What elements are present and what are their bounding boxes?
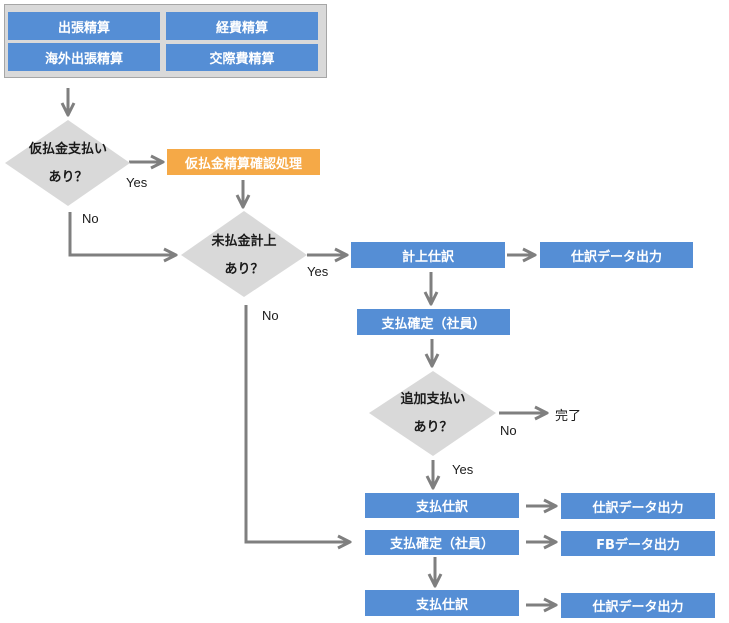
- source-travel-expense[interactable]: 出張精算: [8, 12, 160, 40]
- decision-line1: 追加支払い: [400, 392, 466, 407]
- no-label: No: [82, 211, 99, 226]
- process-payment-confirmation[interactable]: 支払確定（社員）: [365, 530, 519, 555]
- decision-advance-payment-text: 仮払金支払い あり？: [18, 136, 118, 192]
- process-journal-data-output[interactable]: 仕訳データ出力: [561, 493, 715, 519]
- decision-diamond-unpaid-booking: [181, 211, 307, 297]
- decision-unpaid-booking-text: 未払金計上 あり？: [194, 228, 294, 284]
- decision-diamond-advance-payment: [5, 120, 130, 206]
- arrow-decision2-no: [244, 305, 350, 542]
- decision-additional-payment-text: 追加支払い あり？: [383, 386, 483, 442]
- process-fb-data-output[interactable]: FBデータ出力: [561, 531, 715, 556]
- decision-diamond-additional-payment: [369, 371, 496, 456]
- decision-line1: 仮払金支払い: [28, 142, 107, 157]
- process-advance-confirmation[interactable]: 仮払金精算確認処理: [167, 149, 320, 175]
- process-payment-journal[interactable]: 支払仕訳: [365, 493, 519, 518]
- decision-line2: あり？: [48, 170, 88, 185]
- source-entertainment-expense[interactable]: 交際費精算: [166, 44, 318, 71]
- arrow-decision1-no: [68, 212, 176, 255]
- no-label: No: [500, 423, 517, 438]
- decision-line2: あり？: [224, 262, 264, 277]
- decision-line2: あり？: [413, 420, 453, 435]
- no-label: No: [262, 308, 279, 323]
- decision-line1: 未払金計上: [211, 234, 277, 249]
- yes-label: Yes: [126, 175, 148, 190]
- process-payment-journal[interactable]: 支払仕訳: [365, 590, 519, 616]
- terminal-complete: 完了: [555, 408, 582, 423]
- process-payment-confirmation[interactable]: 支払確定（社員）: [357, 309, 510, 335]
- process-journal-data-output[interactable]: 仕訳データ出力: [561, 593, 715, 618]
- source-general-expense[interactable]: 経費精算: [166, 12, 318, 40]
- process-booking-journal[interactable]: 計上仕訳: [351, 242, 505, 268]
- yes-label: Yes: [307, 264, 329, 279]
- process-journal-data-output[interactable]: 仕訳データ出力: [540, 242, 693, 268]
- source-overseas-travel-expense[interactable]: 海外出張精算: [8, 43, 160, 71]
- yes-label: Yes: [452, 462, 474, 477]
